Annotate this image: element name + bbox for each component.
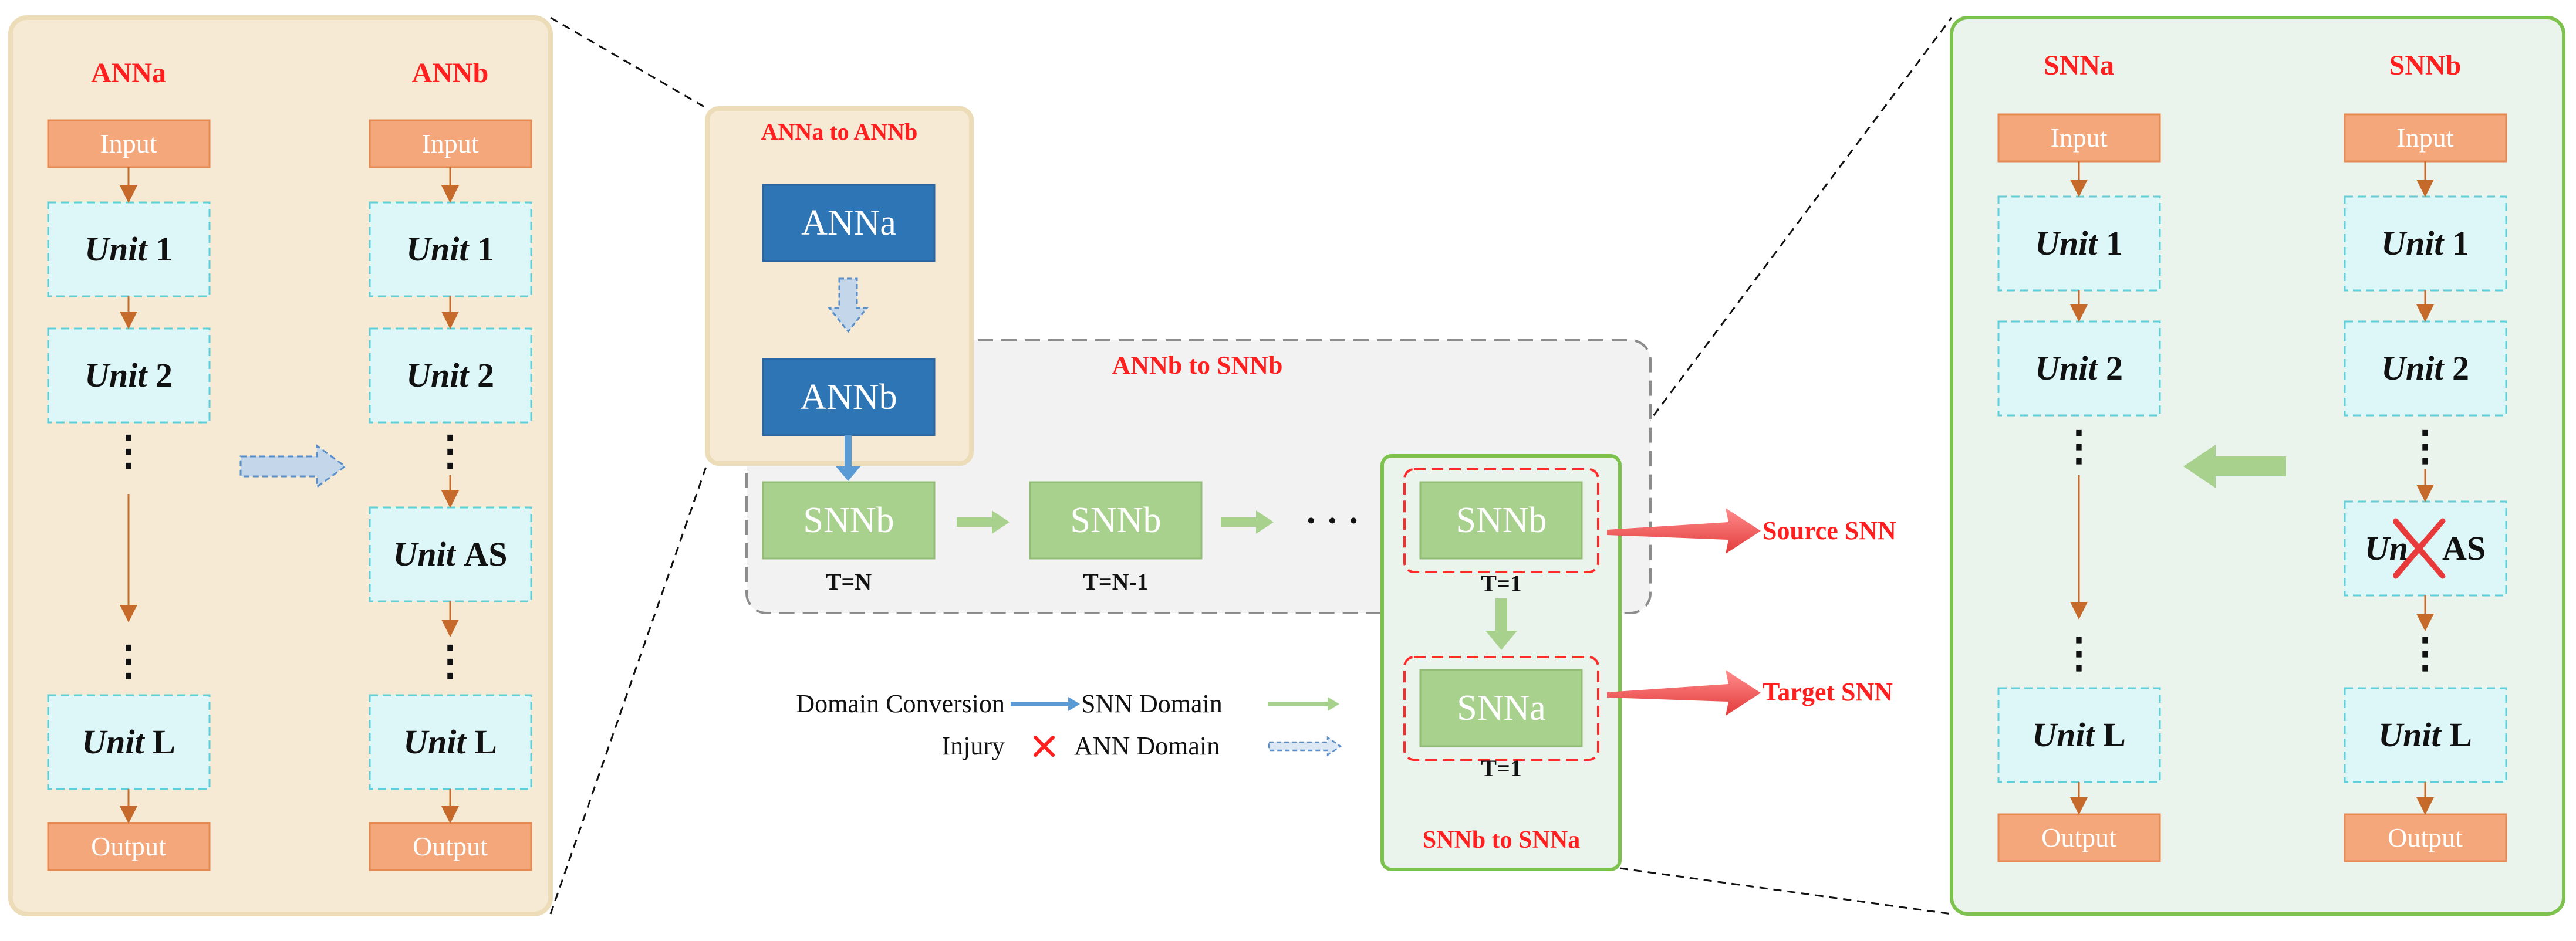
right-b-dots-2: ⋮ [2405, 631, 2446, 676]
legend-injury-cross [1034, 736, 1055, 757]
left-b-unitl-label: Unit L [403, 723, 497, 761]
right-b-unit2-box [2344, 320, 2507, 417]
ann-a-box [762, 184, 936, 262]
legend-ann-domain-arrow [1268, 736, 1342, 757]
snn-b-box-t1 [1419, 481, 1583, 560]
left-b-unit1-label: Unit 1 [406, 230, 494, 268]
left-b-dots-1: ⋮ [430, 429, 471, 474]
left-a-input-box [47, 119, 211, 168]
snn-a-red-frame [1403, 656, 1599, 761]
left-a-dots-1: ⋮ [108, 429, 149, 474]
stage-snn-title: ANNb to SNNb [1112, 351, 1283, 380]
left-a-output-label: Output [91, 831, 166, 861]
right-a-unit2-label: Unit 2 [2035, 349, 2123, 387]
snn-b-red-frame [1403, 468, 1599, 573]
right-b-output-label: Output [2388, 822, 2463, 852]
snn-b-label-tn: SNNb [803, 500, 894, 540]
right-b-input-box [2344, 113, 2507, 163]
ann-down-arrow [827, 277, 869, 333]
snn-b-label-tn1: SNNb [1070, 500, 1162, 540]
right-a-unit2-box [1997, 320, 2161, 417]
right-b-dots-1: ⋮ [2405, 424, 2446, 469]
target-snn-label: Target SNN [1763, 678, 1893, 706]
snn-chain-arrow-2 [1221, 510, 1274, 534]
right-a-unit1-box [1997, 195, 2161, 292]
right-a-unit1-label: Unit 1 [2035, 224, 2123, 262]
domain-conversion-arrow [836, 435, 860, 481]
left-b-unit1-box [369, 201, 532, 297]
right-b-unit1-label: Unit 1 [2381, 224, 2469, 262]
left-b-dots-2: ⋮ [430, 639, 471, 684]
snn-chain-dots: · · · [1305, 501, 1360, 541]
left-b-output-label: Output [413, 831, 488, 861]
left-b-unit2-label: Unit 2 [406, 356, 494, 394]
left-transfer-arrow [239, 444, 347, 489]
right-a-output-label: Output [2041, 822, 2116, 852]
snn-label-tn: T=N [825, 568, 872, 595]
legend-ann-domain-label: ANN Domain [1074, 732, 1220, 760]
left-b-input-label: Input [421, 128, 479, 158]
right-a-output-box [1997, 813, 2161, 862]
snn-label-t1-a: T=1 [1481, 570, 1522, 597]
left-col-b-title: ANNb [411, 57, 489, 89]
stage-ann-title: ANNa to ANNb [761, 119, 918, 145]
legend-domain-conversion-arrow [1011, 697, 1080, 711]
source-snn-label: Source SNN [1763, 516, 1896, 545]
right-b-unitas-label: Un AS [2364, 529, 2486, 567]
right-transfer-arrow [2183, 445, 2286, 488]
left-a-unit2-box [47, 327, 211, 424]
snn-label-t1-b: T=1 [1481, 755, 1522, 781]
stage-transfer-title: SNNb to SNNa [1422, 827, 1581, 854]
legend-snn-domain-label: SNN Domain [1081, 689, 1223, 718]
snn-a-box-t1 [1419, 669, 1583, 747]
left-a-unit1-label: Unit 1 [85, 230, 173, 268]
left-a-dots-2: ⋮ [108, 639, 149, 684]
right-b-input-label: Input [2396, 123, 2454, 153]
right-a-input-box [1997, 113, 2161, 163]
left-b-unitas-label: Unit AS [393, 535, 508, 573]
left-b-unitas-box [369, 506, 532, 602]
snn-b-label-t1: SNNb [1456, 500, 1547, 540]
ann-b-box [762, 358, 936, 436]
right-a-unitl-label: Unit L [2032, 716, 2126, 754]
source-snn-arrow [1607, 508, 1761, 554]
right-b-unit2-label: Unit 2 [2381, 349, 2469, 387]
left-a-input-label: Input [100, 128, 157, 158]
ann-b-label: ANNb [800, 377, 897, 417]
legend-domain-conversion-label: Domain Conversion [796, 689, 1005, 718]
left-a-unitl-label: Unit L [82, 723, 175, 761]
right-a-dots-2: ⋮ [2058, 631, 2099, 676]
snn-b-box-tn [762, 481, 936, 560]
zoom-lines [549, 16, 1953, 915]
right-b-unitl-label: Unit L [2378, 716, 2472, 754]
right-col-b-title: SNNb [2389, 50, 2462, 81]
snn-a-label-t1: SNNa [1457, 688, 1546, 728]
left-col-a-title: ANNa [91, 57, 166, 89]
right-a-unitl-box [1997, 687, 2161, 783]
snn-transfer-down-arrow [1485, 598, 1517, 650]
snn-b-box-tn1 [1029, 481, 1203, 560]
snn-label-tn1: T=N-1 [1083, 568, 1149, 595]
right-a-dots-1: ⋮ [2058, 424, 2099, 469]
right-b-output-box [2344, 813, 2507, 862]
ann-a-label: ANNa [801, 203, 896, 243]
left-a-unitl-box [47, 694, 211, 790]
right-a-input-label: Input [2050, 123, 2108, 153]
target-snn-arrow [1607, 670, 1761, 716]
right-col-a-title: SNNa [2043, 50, 2115, 81]
left-a-unit2-label: Unit 2 [85, 356, 173, 394]
left-b-output-box [369, 822, 532, 871]
right-b-unitl-box [2344, 687, 2507, 783]
snn-chain-arrow-1 [957, 510, 1010, 534]
legend-injury-label: Injury [941, 732, 1005, 760]
legend-snn-domain-arrow [1268, 697, 1339, 711]
left-b-input-box [369, 119, 532, 168]
left-b-unit2-box [369, 327, 532, 424]
left-b-unitl-box [369, 694, 532, 790]
